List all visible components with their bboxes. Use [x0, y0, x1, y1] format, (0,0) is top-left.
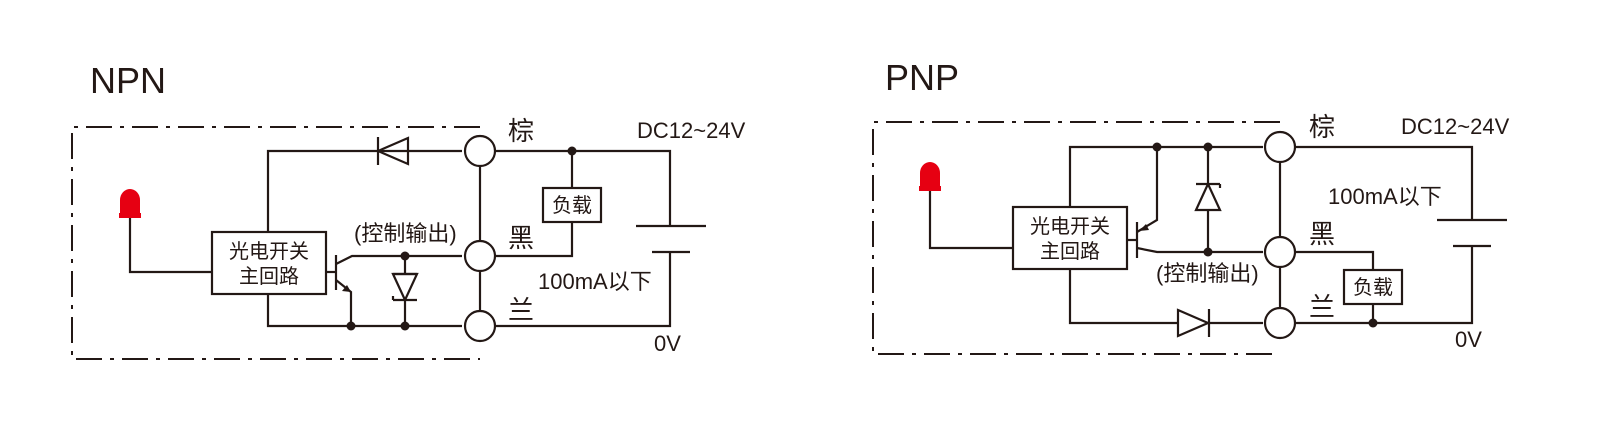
npn-housing-outline	[71, 126, 480, 360]
pnp-title: PNP	[885, 57, 959, 98]
npn-load-label: 负载	[552, 194, 592, 217]
pnp-top-rail	[1068, 145, 1263, 207]
npn-battery-icon	[636, 224, 706, 254]
npn-zener-diode-icon	[391, 256, 419, 326]
pnp-wire-brown-label: 棕	[1309, 112, 1335, 142]
npn-terminal-blue	[463, 309, 497, 343]
pnp-current-label: 100mA以下	[1328, 184, 1442, 209]
pnp-junction	[1203, 247, 1213, 257]
pnp-terminal-brown	[1263, 130, 1297, 164]
npn-wire-blue-label: 兰	[508, 295, 534, 325]
npn-load-box	[541, 186, 603, 224]
npn-junction	[400, 321, 410, 331]
pnp-ground-label: 0V	[1455, 327, 1482, 352]
npn-protection-diode-icon	[375, 136, 410, 166]
npn-supply-label: DC12~24V	[637, 118, 746, 143]
pnp-led-indicator-icon	[919, 162, 941, 191]
pnp-circuit-label-2: 主回路	[1040, 240, 1100, 263]
npn-diagram: NPN 光电开关 主回路	[71, 60, 746, 360]
npn-ground-wire	[495, 252, 672, 328]
pnp-circuit-label-1: 光电开关	[1030, 215, 1110, 238]
npn-transistor-icon	[326, 254, 462, 326]
npn-wire-brown-label: 棕	[508, 116, 534, 146]
npn-circuit-label-1: 光电开关	[229, 240, 309, 263]
npn-control-output-label: (控制输出)	[354, 221, 457, 246]
pnp-load-wire-top	[1295, 250, 1375, 270]
pnp-protection-diode-icon	[1176, 308, 1211, 338]
npn-junction	[346, 321, 356, 331]
npn-wire-black-label: 黑	[508, 223, 534, 253]
pnp-control-output-label: (控制输出)	[1156, 261, 1259, 286]
pnp-wire-black-label: 黑	[1309, 219, 1335, 249]
npn-ground-label: 0V	[654, 331, 681, 356]
npn-current-label: 100mA以下	[538, 269, 652, 294]
pnp-transistor-icon	[1127, 147, 1263, 258]
pnp-load-label: 负载	[1353, 276, 1393, 299]
npn-terminal-black	[463, 239, 497, 273]
npn-circuit-label-2: 主回路	[239, 265, 299, 288]
pnp-diagram: PNP 光电开关 主回路 (控制输出)	[872, 57, 1510, 355]
npn-led-wire	[128, 218, 212, 274]
pnp-terminal-blue	[1263, 306, 1297, 340]
pnp-supply-label: DC12~24V	[1401, 114, 1510, 139]
npn-bottom-rail	[266, 294, 462, 328]
pnp-wire-blue-label: 兰	[1309, 292, 1335, 322]
pnp-led-wire	[928, 191, 1013, 250]
npn-top-rail-left	[266, 149, 375, 232]
npn-supply-wire	[495, 149, 672, 226]
npn-load-wire-bottom	[495, 222, 574, 258]
npn-led-indicator-icon	[119, 189, 141, 218]
pnp-bottom-rail-left	[1068, 269, 1178, 325]
pnp-zener-diode-icon	[1194, 147, 1222, 252]
pnp-ground-wire	[1295, 246, 1474, 325]
npn-junction	[400, 251, 410, 261]
pnp-housing-outline	[872, 121, 1280, 355]
npn-terminal-brown	[463, 134, 497, 168]
pnp-supply-wire	[1295, 145, 1474, 220]
pnp-battery-icon	[1437, 218, 1507, 248]
npn-title: NPN	[90, 60, 166, 101]
pnp-terminal-black	[1263, 235, 1297, 269]
pnp-junction	[1368, 318, 1378, 328]
